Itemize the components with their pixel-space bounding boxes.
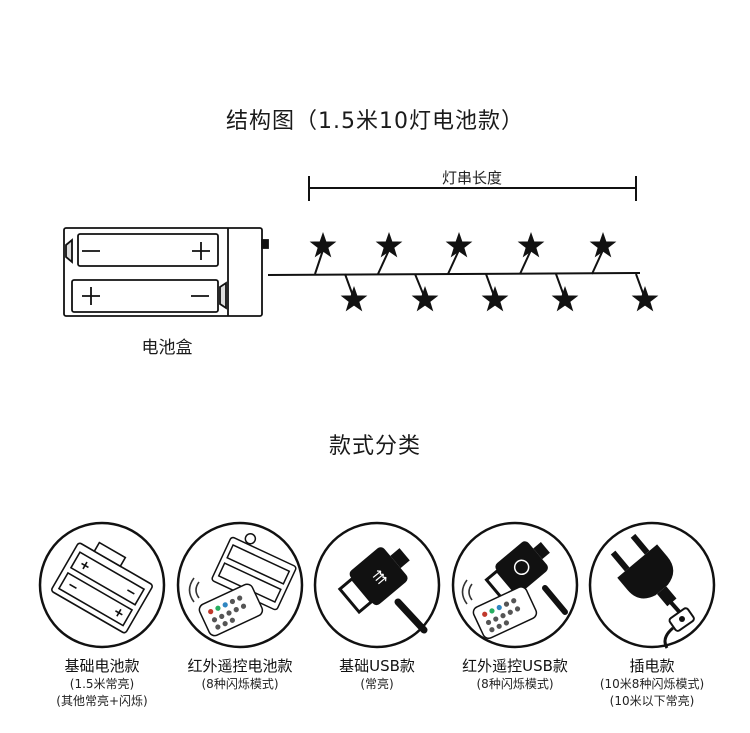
length-dimension: [308, 176, 637, 201]
option-note: (8种闪烁模式): [201, 677, 279, 691]
power-plug-icon: [588, 521, 716, 649]
types-title: 款式分类: [328, 434, 421, 459]
option-note: (常亮): [360, 677, 394, 691]
star-light: [445, 231, 473, 275]
option-note: (1.5米常亮): [69, 677, 135, 691]
option-note: (8种闪烁模式): [476, 677, 554, 691]
option-remote-usb: 红外遥控USB款 (8种闪烁模式): [440, 520, 590, 693]
option-name: 红外遥控USB款: [462, 657, 568, 675]
usb-plug-icon: ⇶: [313, 521, 441, 649]
star-lights: [309, 231, 659, 312]
option-basic-battery: 基础电池款 (1.5米常亮) (其他常亮+闪烁): [27, 520, 177, 710]
battery-box-label: 电池盒: [141, 338, 193, 358]
option-name: 基础USB款: [339, 657, 415, 675]
option-name: 插电款: [629, 657, 675, 675]
star-light: [481, 273, 509, 312]
option-note: (10米8种闪烁模式): [599, 677, 705, 691]
option-name: 红外遥控电池款: [187, 657, 293, 675]
battery-box-icon: [63, 227, 641, 317]
usb-remote-icon: [451, 521, 579, 649]
star-light: [551, 273, 579, 312]
star-light: [375, 231, 403, 275]
option-remote-battery: 红外遥控电池款 (8种闪烁模式): [165, 520, 315, 693]
star-light: [411, 273, 439, 312]
star-light: [631, 273, 659, 312]
option-plug-in: 插电款 (10米8种闪烁模式) (10米以下常亮): [577, 520, 727, 710]
structure-title: 结构图（1.5米10灯电池款）: [226, 109, 524, 134]
battery-box-icon: [38, 521, 166, 649]
length-label: 灯串长度: [442, 169, 502, 187]
star-light: [517, 231, 545, 275]
option-note: (10米以下常亮): [609, 694, 695, 708]
option-basic-usb: ⇶ 基础USB款 (常亮): [302, 520, 452, 693]
star-light: [340, 273, 368, 312]
star-light: [309, 231, 337, 275]
option-name: 基础电池款: [64, 657, 140, 675]
structure-diagram: 灯串长度: [63, 169, 659, 317]
option-note: (其他常亮+闪烁): [56, 694, 148, 708]
battery-remote-icon: [176, 521, 304, 649]
star-light: [589, 231, 617, 275]
